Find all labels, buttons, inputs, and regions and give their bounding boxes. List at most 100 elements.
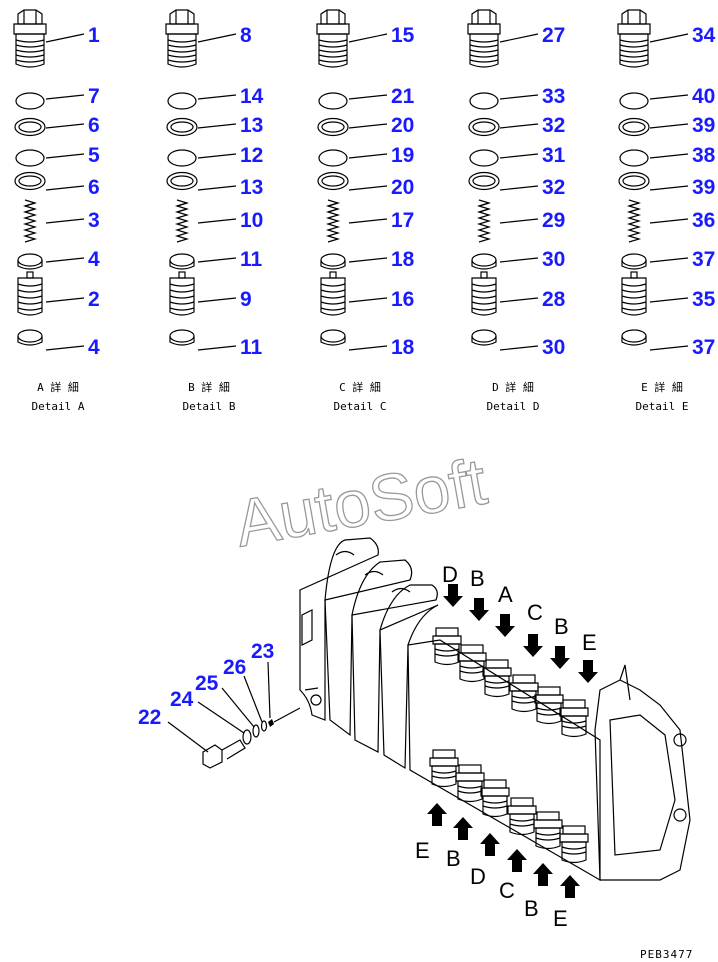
seat-part [621,253,647,270]
o-ring-part [469,149,499,167]
seat-part [169,329,195,346]
o-ring-part [619,149,649,167]
poppet-part [320,271,346,316]
arrow-up-icon [507,849,527,872]
seat-part [471,253,497,270]
arrow-down-icon [523,634,543,657]
callout-36: 36 [692,209,715,232]
callout-13: 13 [240,176,263,199]
callout-16: 16 [391,288,414,311]
callout-33: 33 [542,85,565,108]
callout-6: 6 [88,114,100,137]
top-arrows: D B A C B E [442,562,598,683]
poppet-part [17,271,43,316]
callout-13: 13 [240,114,263,137]
caption-b-en: Detail B [183,400,236,413]
callout-4: 4 [88,336,100,359]
plug-part [13,9,47,68]
arrow-label-e: E [582,630,597,655]
callout-19: 19 [391,144,414,167]
bottom-arrows: E B D C B E [415,803,580,931]
callout-32: 32 [542,114,565,137]
callout-7: 7 [88,85,100,108]
callout-2: 2 [88,288,100,311]
seat-part [320,329,346,346]
callout-11: 11 [240,248,263,271]
callout-37: 37 [692,336,715,359]
arrow-down-icon [495,614,515,637]
spring-part [176,199,188,243]
callout-32: 32 [542,176,565,199]
arrow-label-c: C [499,878,515,903]
callout-25: 25 [195,672,219,695]
callout-30: 30 [542,336,565,359]
arrow-label-b: B [524,896,539,921]
o-ring-part [15,92,45,110]
callout-3: 3 [88,209,100,232]
callout-40: 40 [692,85,715,108]
callout-21: 21 [391,85,415,108]
arrow-down-icon [550,646,570,669]
callout-35: 35 [692,288,716,311]
arrow-up-icon [480,833,500,856]
plug-part [617,9,651,68]
callout-15: 15 [391,24,415,47]
callout-22: 22 [138,706,161,729]
arrow-up-icon [560,875,580,898]
callout-9: 9 [240,288,252,311]
backup-ring-part [618,117,650,137]
callout-28: 28 [542,288,566,311]
callout-27: 27 [542,24,565,47]
caption-d-jp: D 詳 細 [492,380,534,394]
callout-14: 14 [240,85,264,108]
assembly-callouts: 22 24 25 26 23 [138,640,274,753]
arrow-down-icon [578,660,598,683]
caption-e-en: Detail E [636,400,689,413]
backup-ring-part [166,171,198,191]
backup-ring-part [166,117,198,137]
backup-ring-part [317,117,349,137]
arrow-up-icon [533,863,553,886]
callout-18: 18 [391,248,415,271]
arrow-label-b: B [470,566,485,591]
callout-37: 37 [692,248,715,271]
backup-ring-part [618,171,650,191]
detail-captions: A 詳 細 Detail A B 詳 細 Detail B C 詳 細 Deta… [32,380,689,413]
caption-c-jp: C 詳 細 [339,380,381,394]
poppet-part [169,271,195,316]
o-ring-part [15,149,45,167]
callout-18: 18 [391,336,415,359]
backup-ring-part [317,171,349,191]
caption-a-en: Detail A [32,400,85,413]
arrow-label-c: C [527,600,543,625]
arrow-label-e: E [415,838,430,863]
backup-ring-part [14,117,46,137]
watermark: AutoSoft [230,444,492,561]
arrow-up-icon [453,817,473,840]
callout-8: 8 [240,24,252,47]
spring-part [628,199,640,243]
callout-5: 5 [88,144,100,167]
seat-part [621,329,647,346]
seat-part [17,253,43,270]
arrow-label-d: D [442,562,458,587]
callout-6: 6 [88,176,100,199]
callout-12: 12 [240,144,263,167]
seat-part [471,329,497,346]
callout-17: 17 [391,209,414,232]
spring-part [24,199,36,243]
callout-20: 20 [391,176,414,199]
plug-part [467,9,501,68]
arrow-label-b: B [446,846,461,871]
callout-38: 38 [692,144,716,167]
caption-a-jp: A 詳 細 [37,380,79,394]
callout-39: 39 [692,176,715,199]
caption-c-en: Detail C [334,400,387,413]
callout-26: 26 [223,656,246,679]
callout-39: 39 [692,114,715,137]
